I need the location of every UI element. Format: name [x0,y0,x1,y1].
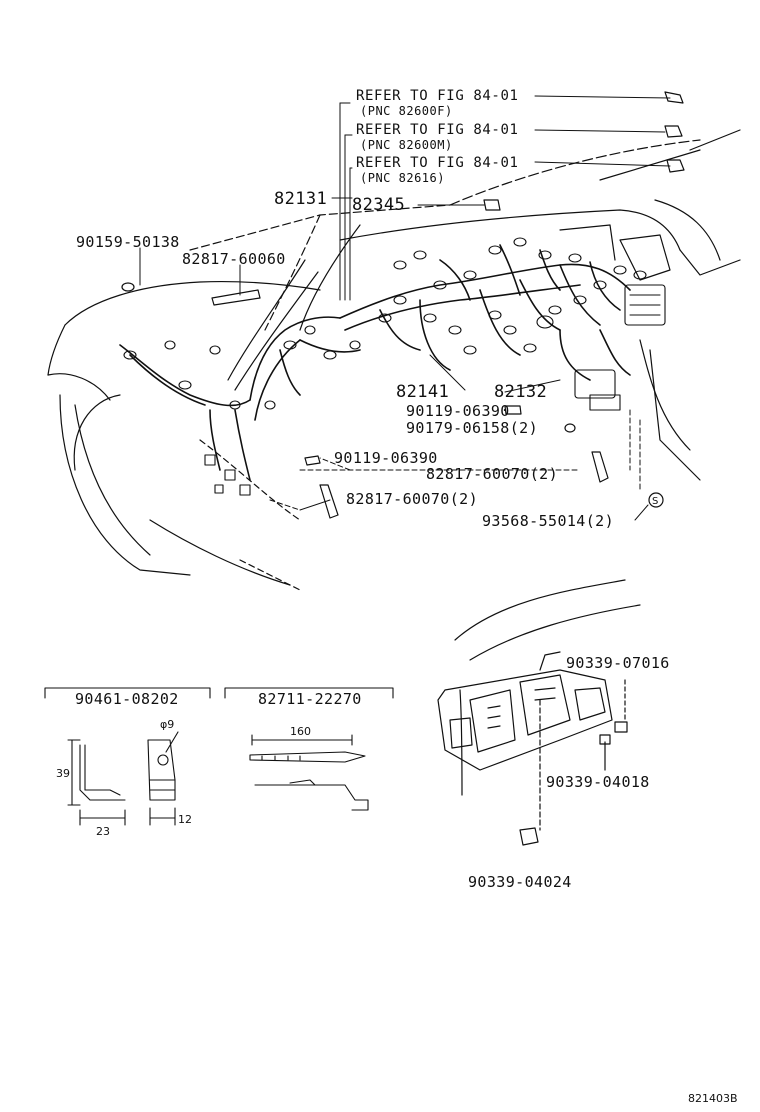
part-82132: 82132 [494,382,547,402]
clip-detail [44,687,211,826]
part-90179-06158: 90179-06158(2) [406,419,538,437]
wire-harness [119,244,631,481]
callout-refer-2-line1: REFER TO FIG 84-01 [356,122,519,138]
symbol-circle-s: S [652,496,658,507]
callout-part-icons [121,91,685,519]
cable-tie-detail [224,687,394,811]
part-90119-06390-lower: 90119-06390 [334,449,438,467]
harness-connectors [123,237,666,496]
clip-detail-title: 90461-08202 [75,690,179,708]
part-82345: 82345 [352,195,405,215]
engine-bay-inset [437,579,641,846]
part-90159-50138: 90159-50138 [76,233,180,251]
leader-lines [139,95,671,521]
callout-refer-3-line2: (PNC 82616) [360,171,445,185]
part-82817-60060: 82817-60060 [182,250,286,268]
callout-refer-1-line1: REFER TO FIG 84-01 [356,88,519,104]
callout-refer-2-line2: (PNC 82600M) [360,138,453,152]
clip-dim-width: 23 [96,825,110,838]
part-82141: 82141 [396,382,449,402]
part-82817-60070-right: 82817-60070(2) [426,465,558,483]
part-90339-07016: 90339-07016 [566,654,670,672]
part-82131: 82131 [274,189,327,209]
part-90119-06390-upper: 90119-06390 [406,402,510,420]
clip-dim-hole: φ9 [160,718,174,731]
part-93568-55014: 93568-55014(2) [482,512,614,530]
clip-dim-height: 39 [56,767,70,780]
illustration-code: 821403B [688,1092,738,1105]
part-90339-04018: 90339-04018 [546,773,650,791]
clip-dim-side: 12 [178,813,192,826]
callout-refer-3-line1: REFER TO FIG 84-01 [356,155,519,171]
vehicle-body-outline [47,129,741,591]
tie-dim-length: 160 [290,725,311,738]
callout-refer-1-line2: (PNC 82600F) [360,104,453,118]
tie-detail-title: 82711-22270 [258,690,362,708]
part-82817-60070-left: 82817-60070(2) [346,490,478,508]
part-90339-04024: 90339-04024 [468,873,572,891]
